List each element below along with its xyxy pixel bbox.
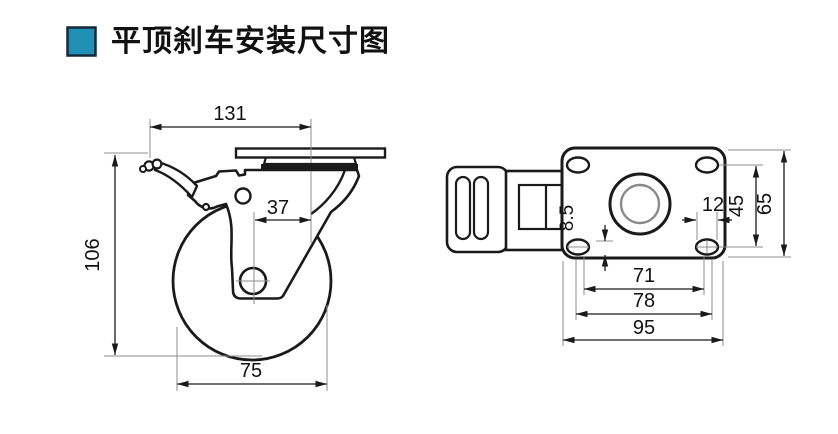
dim-71-label: 71 <box>633 265 655 287</box>
side-view: 131 106 37 75 <box>82 103 387 391</box>
pedal-slot <box>454 175 472 241</box>
lever-tip-knob <box>139 165 147 173</box>
dim-8-5-label: 8.5 <box>557 205 578 231</box>
bolt-hole-top-left <box>565 156 591 174</box>
page-title: 平顶刹车安装尺寸图 <box>66 26 390 57</box>
dim-95-label: 95 <box>633 317 655 339</box>
top-dimension-lines <box>563 151 788 344</box>
accent-square <box>66 26 97 57</box>
dim-37-label: 37 <box>267 197 289 219</box>
dim-75-label: 75 <box>240 360 262 382</box>
lever-tip-knob <box>151 158 163 170</box>
title-accent-square-icon <box>66 26 97 57</box>
dim-131-label: 131 <box>213 103 246 125</box>
dim-65-label: 65 <box>754 193 776 215</box>
dim-106-label: 106 <box>82 238 104 271</box>
swivel-bearing-bar <box>261 164 358 171</box>
brake-lever <box>153 160 199 199</box>
pivot-hole <box>234 187 252 205</box>
side-dimension-lines <box>111 123 327 388</box>
fork-bracket-body <box>186 168 361 300</box>
kingpin-outer-circle <box>608 172 672 236</box>
dim-12-label: 12 <box>702 194 724 216</box>
pedal-housing-inner <box>517 183 564 231</box>
bolt-hole-top-right <box>694 156 720 174</box>
dim-45-label: 45 <box>726 195 748 217</box>
bracket-bump <box>201 202 211 212</box>
dim-78-label: 78 <box>633 290 655 312</box>
side-extension-lines <box>104 119 328 391</box>
kingpin-inner-circle <box>619 183 661 225</box>
top-view: 8.5 12 45 65 71 78 95 <box>445 146 791 346</box>
fork-inner-leg-line <box>310 169 347 215</box>
pedal-slot <box>472 175 490 241</box>
page-title-text: 平顶刹车安装尺寸图 <box>111 25 390 58</box>
